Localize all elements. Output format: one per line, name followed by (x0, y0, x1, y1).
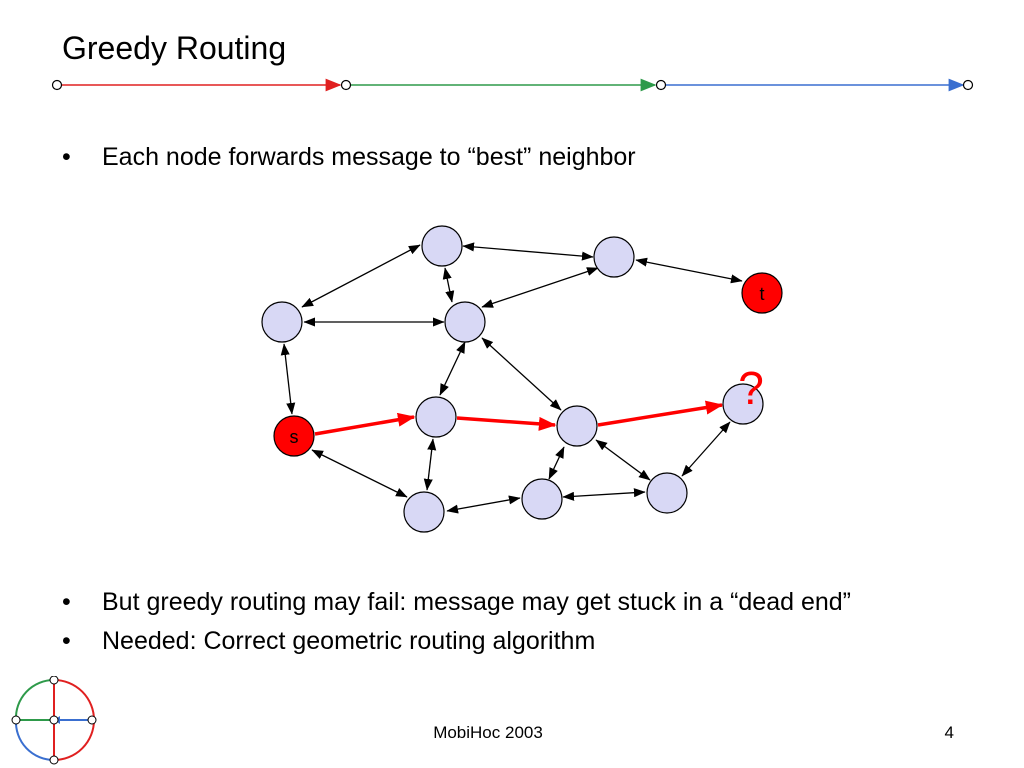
source-label: s (290, 427, 299, 447)
edge (442, 267, 455, 303)
rule-node (340, 79, 352, 91)
edge (681, 421, 731, 477)
bullet-text: But greedy routing may fail: message may… (102, 588, 851, 616)
conference-logo (11, 676, 97, 765)
edge (423, 438, 437, 491)
edge (481, 267, 599, 308)
bullet-glyph: • (62, 588, 71, 616)
node (421, 225, 463, 267)
bullet-text: Needed: Correct geometric routing algori… (102, 627, 596, 655)
node (261, 301, 303, 343)
rule-node (655, 79, 667, 91)
edge (311, 449, 408, 498)
greedy-path-edge (597, 400, 724, 427)
graph-nodes (261, 225, 783, 533)
node (521, 478, 563, 520)
footer-venue: MobiHoc 2003 (433, 723, 543, 742)
bullet-best-neighbor: • Each node forwards message to “best” ne… (62, 143, 636, 172)
edge (280, 343, 296, 415)
greedy-path-edge (314, 412, 416, 436)
bullet-glyph: • (62, 627, 71, 655)
edge (481, 337, 562, 411)
edge (462, 242, 594, 261)
node (444, 301, 486, 343)
node (593, 236, 635, 278)
source-node (273, 415, 315, 457)
target-node (741, 272, 783, 314)
dead-end-marker: ? (738, 362, 764, 414)
edge (595, 439, 651, 481)
greedy-path (314, 400, 724, 436)
dead-end-node (722, 383, 764, 425)
edge (548, 446, 565, 480)
node (415, 396, 457, 438)
edge (562, 488, 646, 501)
bullet-greedy-fail: • But greedy routing may fail: message ma… (62, 588, 851, 617)
slide-title: Greedy Routing (62, 30, 287, 66)
slide-number: 4 (944, 723, 954, 742)
rule-node (962, 79, 974, 91)
greedy-path-edge (456, 416, 557, 431)
bullet-glyph: • (62, 143, 71, 171)
bullet-needed-algorithm: • Needed: Correct geometric routing algor… (62, 627, 595, 656)
title-divider (51, 78, 974, 92)
graph-edges (280, 242, 743, 514)
node (556, 405, 598, 447)
rule-node (51, 79, 63, 91)
node (646, 472, 688, 514)
edge (635, 257, 743, 284)
bullet-text: Each node forwards message to “best” nei… (102, 143, 636, 171)
edge (439, 341, 466, 396)
edge (301, 244, 421, 308)
node (403, 491, 445, 533)
target-label: t (759, 284, 764, 304)
edge (446, 495, 521, 514)
